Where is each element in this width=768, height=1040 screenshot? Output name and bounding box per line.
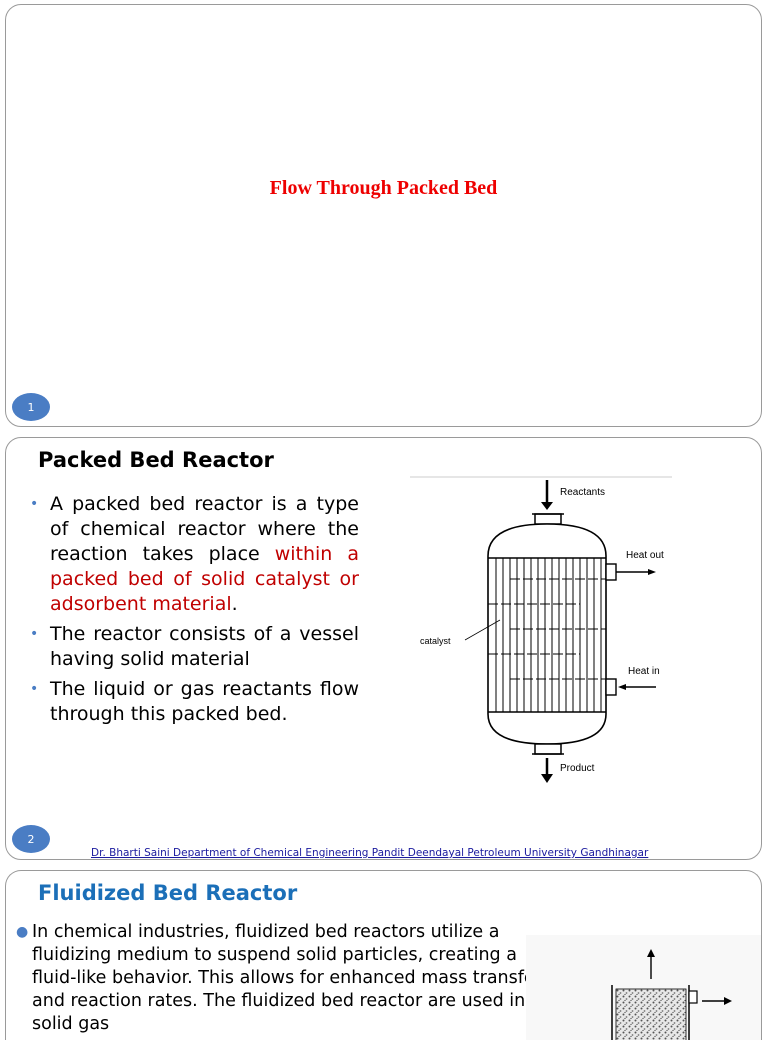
slide-3[interactable]: Fluidized Bed Reactor ●In chemical indus…	[5, 870, 762, 1040]
slide-number-badge: 2	[12, 825, 50, 853]
slide-title: Packed Bed Reactor	[38, 448, 274, 472]
catalyst-label: catalyst	[420, 636, 451, 646]
slide-title: Fluidized Bed Reactor	[38, 881, 298, 905]
slide-number-badge: 1	[12, 393, 50, 421]
bullet-item: • A packed bed reactor is a type of chemi…	[30, 492, 359, 617]
bullet-text-end: .	[231, 593, 238, 615]
bullet-icon: ●	[16, 924, 29, 940]
bullet-icon: •	[30, 681, 39, 697]
bullet-text: The liquid or gas reactants flow through…	[50, 678, 359, 725]
bullet-highlight: within a packed bed of solid catalyst or…	[50, 543, 359, 615]
heat-out-label: Heat out	[626, 550, 664, 561]
bullet-text: A packed bed reactor is a type of chemic…	[50, 493, 359, 565]
fluidized-bed-diagram	[526, 935, 761, 1040]
bullet-text: The reactor consists of a vessel having …	[50, 623, 359, 670]
bullet-icon: •	[30, 496, 39, 512]
bullet-item: ●In chemical industries, fluidized bed r…	[16, 921, 542, 1036]
packed-bed-reactor-diagram: Reactants Heat out catalyst Heat in Prod…	[410, 476, 672, 783]
reactants-label: Reactants	[560, 487, 605, 498]
bullet-item: • The reactor consists of a vessel having…	[30, 622, 359, 672]
bullet-list: • A packed bed reactor is a type of chemi…	[30, 492, 359, 732]
product-label: Product	[560, 763, 595, 774]
bullet-item: • The liquid or gas reactants flow throug…	[30, 677, 359, 727]
heat-in-label: Heat in	[628, 666, 660, 677]
slide-1[interactable]: Flow Through Packed Bed 1	[5, 4, 762, 427]
slide-title: Flow Through Packed Bed	[269, 177, 498, 199]
bullet-text: In chemical industries, fluidized bed re…	[32, 922, 542, 1034]
slide-2[interactable]: Packed Bed Reactor • A packed bed reactor…	[5, 437, 762, 860]
bullet-icon: •	[30, 626, 39, 642]
footer-link[interactable]: Dr. Bharti Saini Department of Chemical …	[91, 848, 649, 859]
